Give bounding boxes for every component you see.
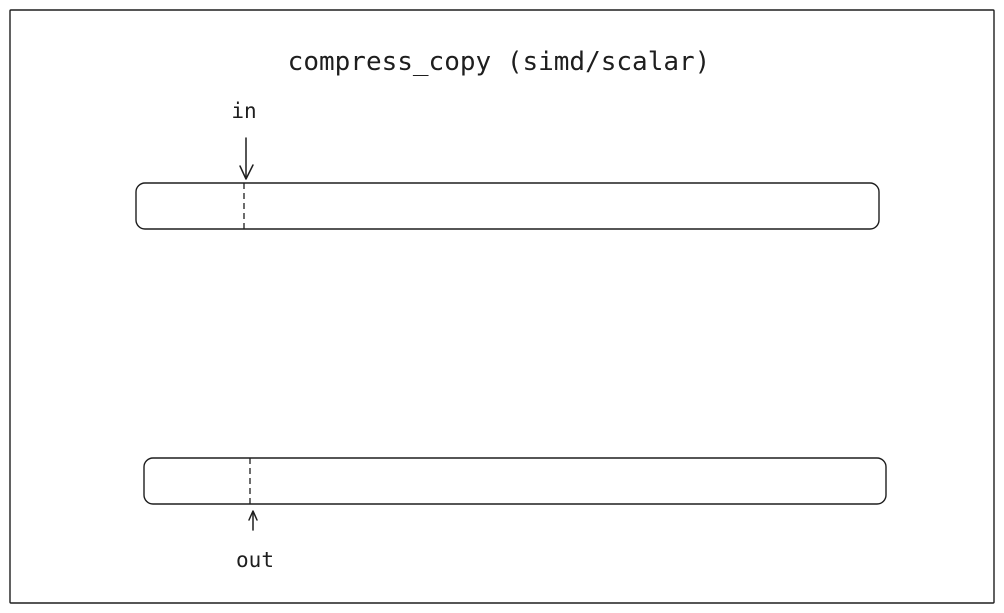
output-pointer-label: out	[236, 548, 274, 572]
input-buffer	[135, 182, 880, 230]
diagram-title: compress_copy (simd/scalar)	[288, 47, 711, 77]
diagram-frame	[9, 9, 995, 604]
output-pointer-arrow	[248, 510, 258, 531]
output-buffer-group: out	[143, 457, 887, 572]
input-pointer-label: in	[231, 99, 256, 123]
input-buffer-group: in	[135, 99, 880, 230]
input-pointer-arrow	[239, 137, 254, 180]
output-buffer	[143, 457, 887, 505]
